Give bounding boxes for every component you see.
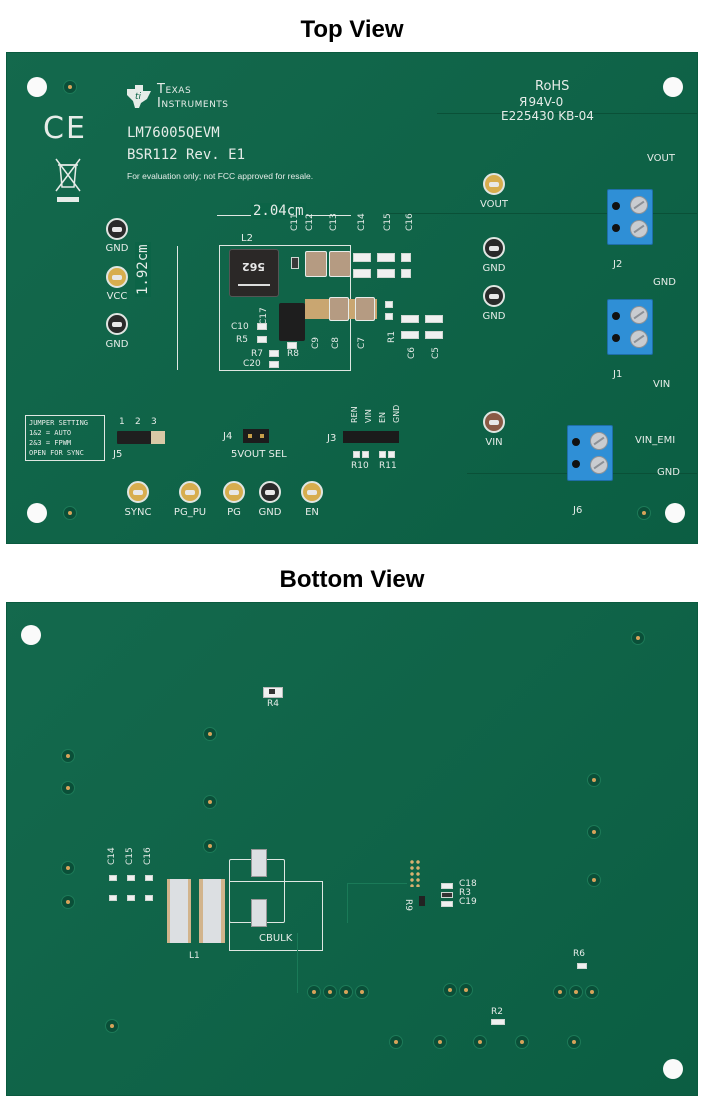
test-point-label: GND	[105, 339, 129, 350]
terminal-block-j6[interactable]	[567, 425, 613, 481]
via	[631, 631, 645, 645]
mounting-hole	[663, 77, 683, 97]
mounting-hole	[27, 77, 47, 97]
ce-mark: CE	[43, 111, 87, 146]
test-point-label: GND	[258, 507, 282, 518]
test-point-label: VIN	[485, 437, 503, 448]
bottom-board: R4 C14 C15 C16 L1 CBULK C18 R3 C19 R9 R6	[6, 602, 698, 1096]
dimension-width: 2.04cm	[251, 203, 306, 219]
terminal-label: VIN_EMI	[635, 435, 676, 446]
test-point-label: SYNC	[124, 507, 152, 518]
test-point-gnd[interactable]	[259, 481, 281, 503]
ref-l2: L2	[241, 233, 253, 244]
via	[63, 506, 77, 520]
board-model: LM76005QEVM	[127, 125, 220, 141]
test-point-gnd[interactable]	[483, 285, 505, 307]
cbulk-pad	[251, 899, 267, 927]
ul-file-number: E225430 KB-04	[501, 109, 594, 123]
ref-j2: J2	[613, 259, 623, 270]
weee-bin-icon	[55, 158, 81, 202]
inductor-l1-pad	[199, 879, 225, 943]
inductor-l2: 562	[229, 249, 279, 297]
terminal-block-j1[interactable]	[607, 299, 653, 355]
ic-lm76005	[279, 303, 305, 341]
board-revision: BSR112 Rev. E1	[127, 147, 246, 163]
jumper-j5-pin3	[151, 431, 165, 444]
top-board: CE ti Texas Instruments LM76005QEVM BSR1…	[6, 52, 698, 544]
test-point-vin[interactable]	[483, 411, 505, 433]
screw-icon	[630, 220, 648, 238]
test-point-label: GND	[482, 263, 506, 274]
terminal-label: GND	[653, 277, 676, 288]
test-point-label: VCC	[106, 291, 128, 302]
ref-r2: R2	[491, 1007, 503, 1017]
resistor-r4	[263, 687, 283, 698]
test-point-en[interactable]	[301, 481, 323, 503]
terminal-block-j2[interactable]	[607, 189, 653, 245]
capacitor	[305, 251, 327, 277]
jumper-setting-box: JUMPER SETTING 1&2 = AUTO 2&3 = FPWM OPE…	[25, 415, 105, 461]
test-point-vcc[interactable]	[106, 266, 128, 288]
test-point-label: PG_PU	[173, 507, 207, 518]
mounting-hole	[665, 503, 685, 523]
test-point-label: VOUT	[480, 199, 508, 210]
mounting-hole	[663, 1059, 683, 1079]
screw-icon	[590, 432, 608, 450]
dimension-height: 1.92cm	[135, 242, 151, 297]
inductor-l1-pad	[167, 879, 191, 943]
via	[637, 506, 651, 520]
ti-logo-text: Texas Instruments	[157, 82, 229, 111]
bottom-view-title: Bottom View	[279, 566, 425, 593]
test-point-vout[interactable]	[483, 173, 505, 195]
capacitor	[355, 297, 375, 321]
screw-icon	[630, 306, 648, 324]
ti-logo-icon: ti	[127, 85, 151, 108]
mounting-hole	[27, 503, 47, 523]
cbulk-pad	[251, 849, 267, 877]
ref-j5: J5	[113, 449, 123, 460]
test-point-gnd[interactable]	[106, 313, 128, 335]
rohs-label: RoHS	[535, 79, 570, 94]
test-point-gnd[interactable]	[483, 237, 505, 259]
test-point-label: GND	[482, 311, 506, 322]
header-j3[interactable]	[343, 431, 399, 443]
test-point-gnd[interactable]	[106, 218, 128, 240]
ref-j3: J3	[327, 433, 337, 444]
test-point-sync[interactable]	[127, 481, 149, 503]
test-point-pg-pu[interactable]	[179, 481, 201, 503]
test-point-label: EN	[305, 507, 319, 518]
ul-rating: Я 94V-0	[519, 95, 564, 109]
via-array	[409, 859, 421, 887]
ref-j1: J1	[613, 369, 623, 380]
ref-j4: J4	[223, 431, 233, 442]
top-view-title: Top View	[300, 16, 404, 43]
test-point-label: GND	[105, 243, 129, 254]
j4-caption: 5VOUT SEL	[231, 449, 287, 460]
jumper-j5-shunt[interactable]	[117, 431, 151, 444]
screw-icon	[630, 330, 648, 348]
screw-icon	[630, 196, 648, 214]
ref-r4: R4	[267, 699, 279, 709]
capacitor	[329, 251, 351, 277]
terminal-label: GND	[657, 467, 680, 478]
disclaimer: For evaluation only; not FCC approved fo…	[127, 171, 314, 181]
capacitor	[329, 297, 349, 321]
test-point-pg[interactable]	[223, 481, 245, 503]
svg-text:ti: ti	[135, 92, 142, 102]
terminal-label: VOUT	[647, 153, 675, 164]
screw-icon	[590, 456, 608, 474]
header-j4[interactable]	[243, 429, 269, 443]
via	[63, 80, 77, 94]
test-point-label: PG	[227, 507, 241, 518]
terminal-label: VIN	[653, 379, 671, 390]
ref-j6: J6	[573, 505, 583, 516]
ref-l1: L1	[189, 951, 200, 961]
mounting-hole	[21, 625, 41, 645]
ref-r6: R6	[573, 949, 585, 959]
ref-cbulk: CBULK	[259, 933, 293, 944]
